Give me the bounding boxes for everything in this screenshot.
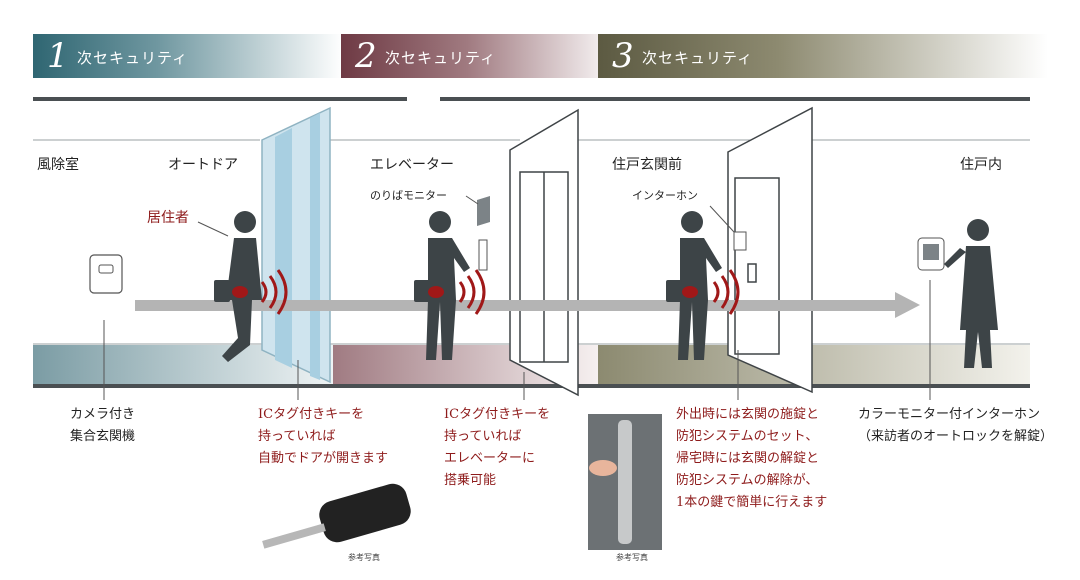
ic-key-tags: [232, 286, 698, 298]
stage-1-number: 1: [47, 36, 69, 76]
elevator-door: [509, 108, 579, 397]
caption-elevator-ic: ICタグ付きキーを 持っていれば エレベーターに 搭乗可能: [444, 407, 551, 488]
caption-camera-panel: カメラ付き 集合玄関機: [70, 407, 136, 444]
location-windbreak-room: 風除室: [37, 157, 79, 173]
caption-color-monitor: カラーモニター付インターホン （来訪者のオートロックを解錠）: [858, 407, 1054, 444]
ceiling-lines: [33, 97, 1030, 388]
ic-key-signals: [260, 269, 740, 315]
stage-3-header: 3 次セキュリティ: [598, 34, 1048, 78]
location-elevator: エレベーター: [370, 157, 454, 173]
stage-1-label: 次セキュリティ: [77, 49, 189, 67]
intercom-unit: [733, 231, 747, 251]
door-handle-photo: [588, 414, 662, 550]
stage-2-number: 2: [355, 36, 377, 76]
landing-monitor: [477, 196, 490, 271]
caption-unit-lock: 外出時には玄関の施錠と 防犯システムのセット、 帰宅時には玄関の解錠と 防犯シス…: [676, 407, 828, 510]
unit-entrance-door: [727, 106, 813, 394]
caption-auto-door-ic: ICタグ付きキーを 持っていれば 自動でドアが開きます: [258, 407, 389, 466]
auto-door: [261, 106, 331, 384]
floor-stage-3: [598, 345, 1030, 384]
stage-3-label: 次セキュリティ: [642, 49, 754, 67]
label-resident: 居住者: [147, 210, 189, 226]
resident-silhouette-3: [666, 211, 722, 360]
reference-photo-label-handle: 参考写真: [616, 553, 648, 562]
label-intercom: インターホン: [632, 189, 698, 202]
flow-arrow: [135, 292, 920, 318]
location-unit-entrance-front: 住戸玄関前: [612, 157, 682, 173]
location-auto-door: オートドア: [168, 157, 238, 173]
resident-silhouette-2: [414, 211, 470, 360]
key-photo: [262, 483, 411, 549]
stage-2-label: 次セキュリティ: [385, 49, 497, 67]
stage-2-header: 2 次セキュリティ: [341, 34, 621, 78]
color-monitor-panel: [917, 237, 945, 271]
location-unit-interior: 住戸内: [960, 157, 1002, 173]
resident-silhouette-1: [214, 211, 262, 362]
visitor-silhouette: [944, 219, 998, 368]
stage-3-number: 3: [612, 36, 634, 76]
stage-1-header: 1 次セキュリティ: [33, 34, 343, 78]
reference-photo-label-key: 参考写真: [348, 553, 380, 562]
camera-panel: [89, 254, 123, 294]
label-landing-monitor: のりばモニター: [370, 189, 447, 202]
pointer-lines: [103, 195, 931, 400]
